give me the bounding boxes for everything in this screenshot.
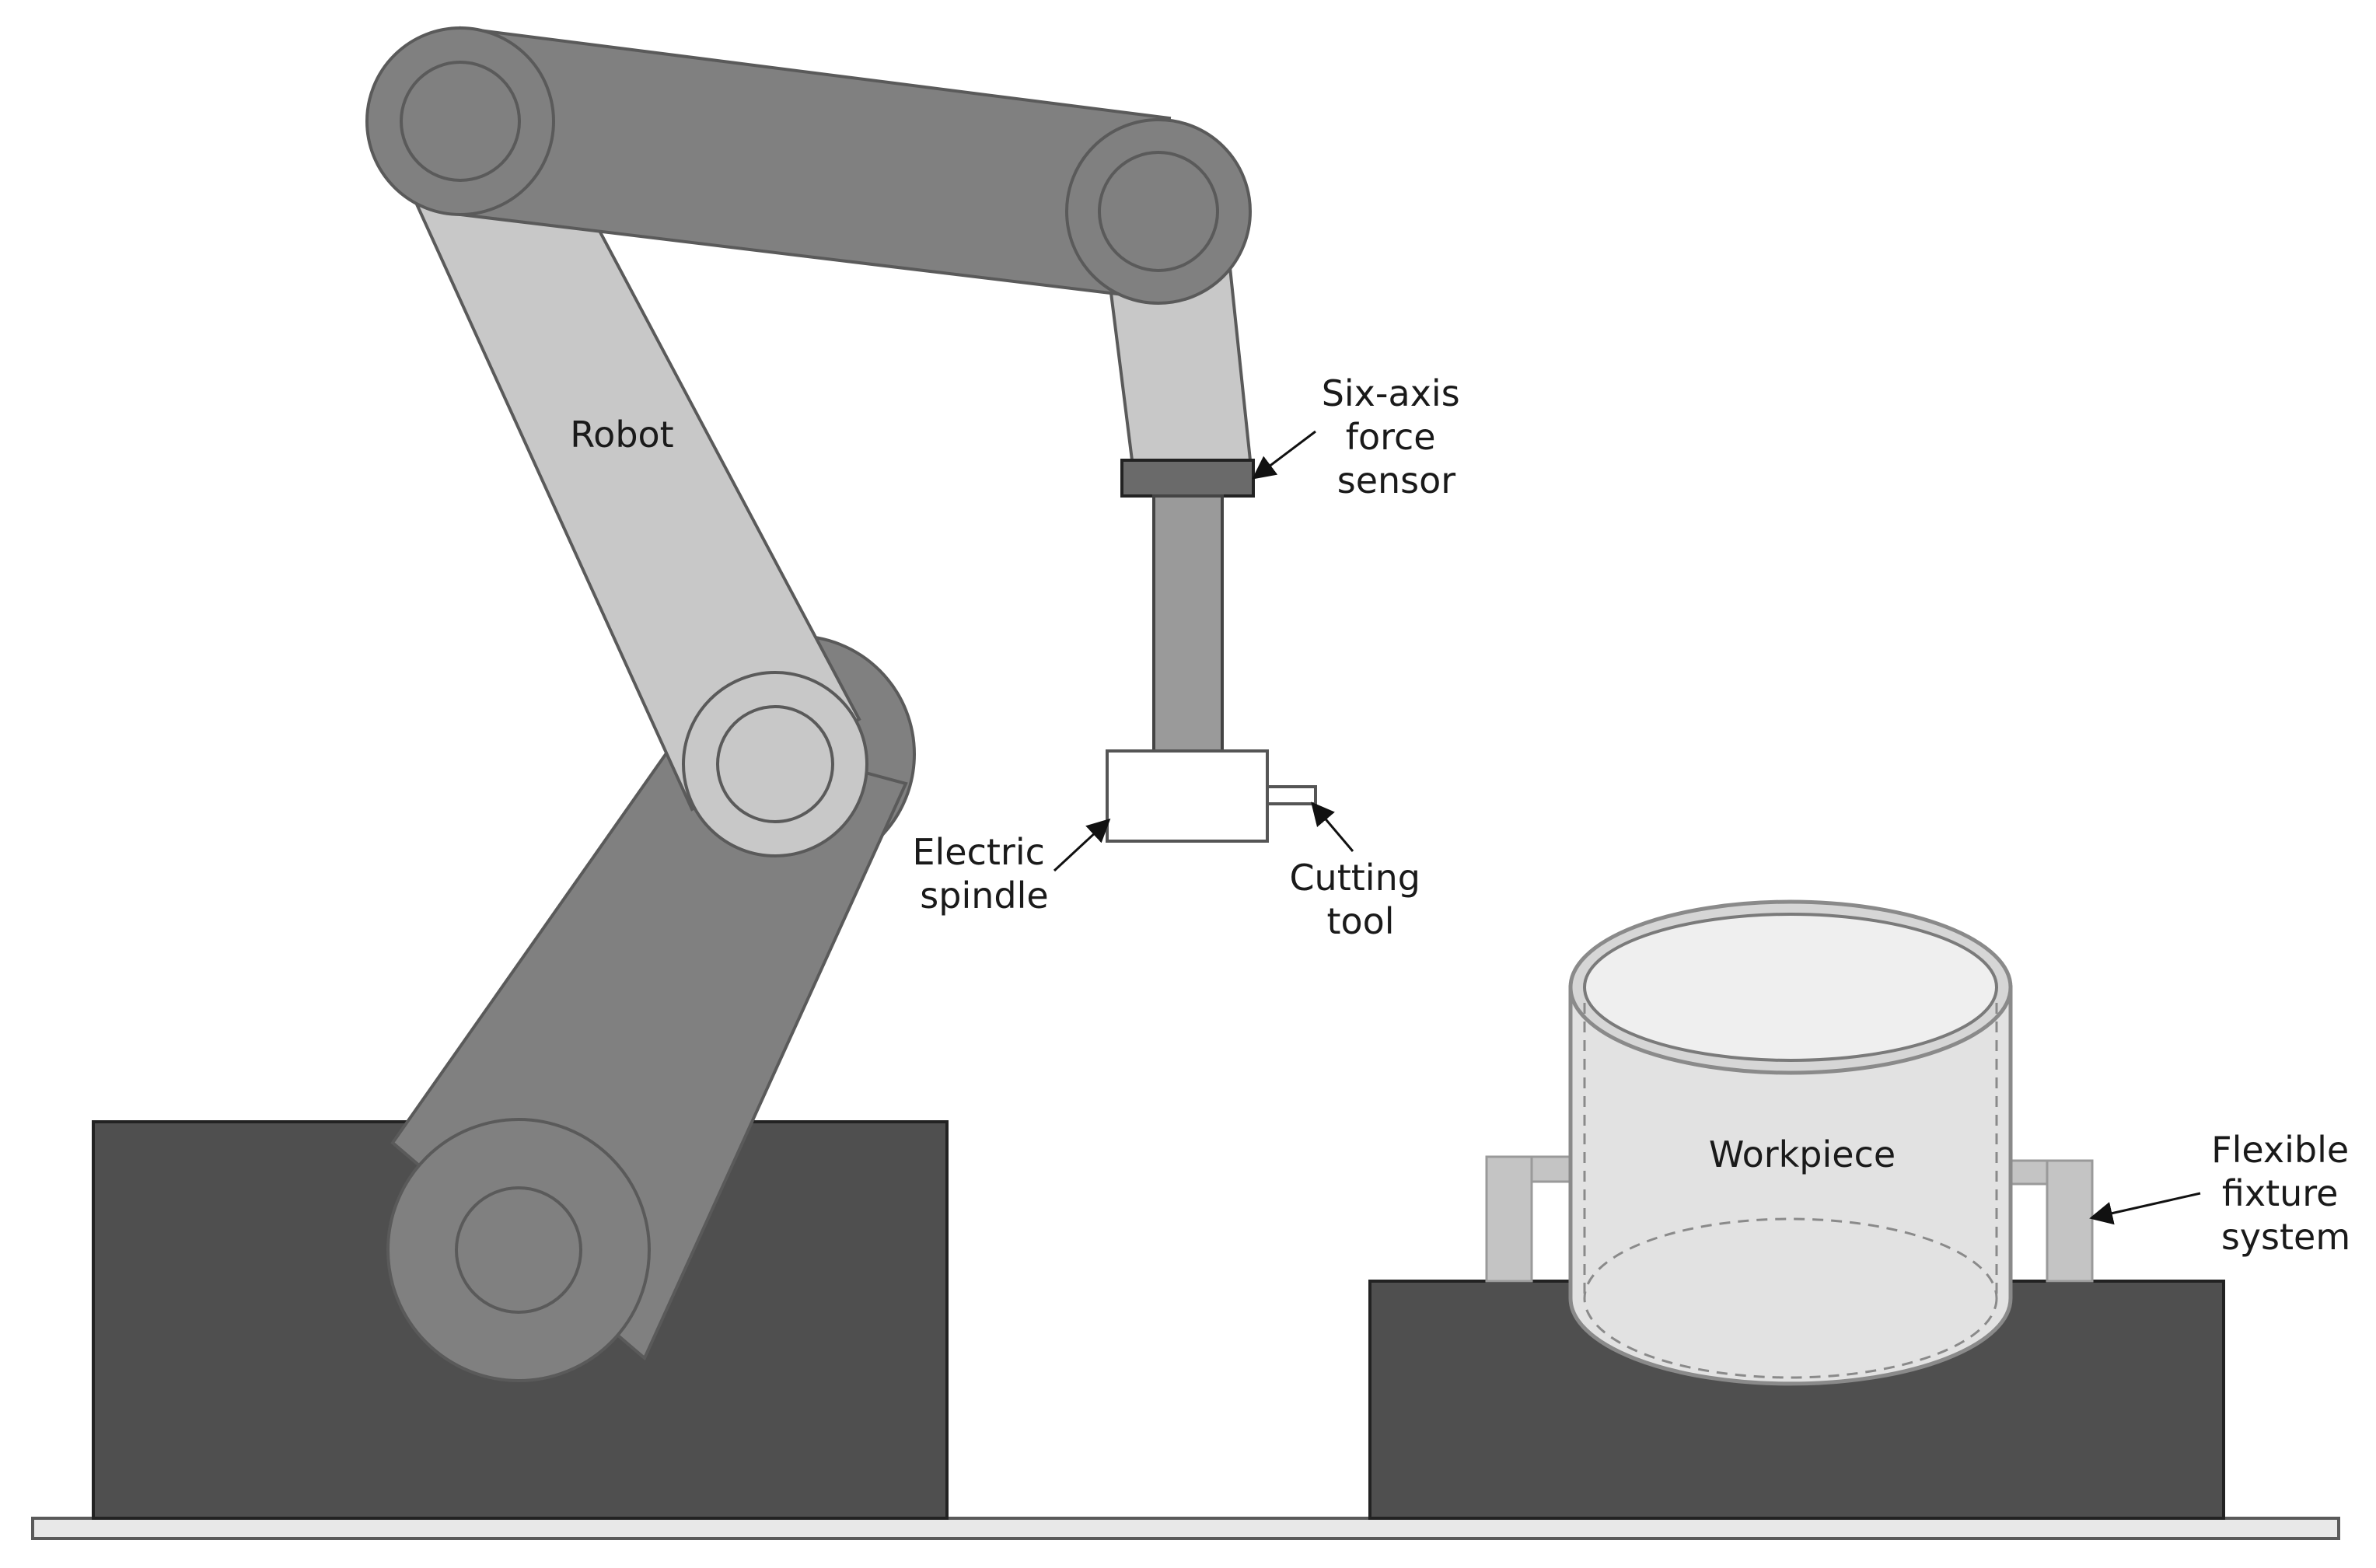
workpiece-label: Workpiece bbox=[1709, 1133, 1896, 1175]
workpiece-opening bbox=[1583, 913, 1998, 1062]
force-sensor-leader bbox=[1252, 430, 1316, 480]
electric-spindle bbox=[1106, 749, 1269, 843]
shoulder-joint-inner bbox=[400, 61, 521, 182]
electric-spindle-leader bbox=[1053, 818, 1111, 872]
fixture-leader bbox=[2089, 1192, 2201, 1225]
force-sensor-label: Six-axis force sensor bbox=[1322, 372, 1472, 501]
spindle-shaft bbox=[1152, 494, 1224, 754]
workpiece bbox=[1568, 899, 2013, 1386]
robot-upper-arm bbox=[384, 103, 868, 857]
electric-spindle-label: Electric spindle bbox=[912, 831, 1056, 917]
fixture-label: Flexible fixture system bbox=[2211, 1129, 2360, 1258]
force-sensor bbox=[1120, 459, 1255, 498]
robot-forearm bbox=[365, 26, 1252, 305]
cutting-tool bbox=[1266, 785, 1317, 805]
floor-plate bbox=[31, 1517, 2340, 1540]
wrist-joint-inner bbox=[1098, 151, 1219, 272]
cutting-tool-leader bbox=[1311, 801, 1354, 852]
elbow-joint-inner bbox=[716, 705, 834, 823]
base-joint-inner bbox=[455, 1186, 582, 1314]
robot-label: Robot bbox=[570, 414, 673, 456]
workpiece-bottom-hidden bbox=[1583, 1217, 1998, 1379]
cutting-tool-label: Cutting tool bbox=[1289, 857, 1431, 942]
